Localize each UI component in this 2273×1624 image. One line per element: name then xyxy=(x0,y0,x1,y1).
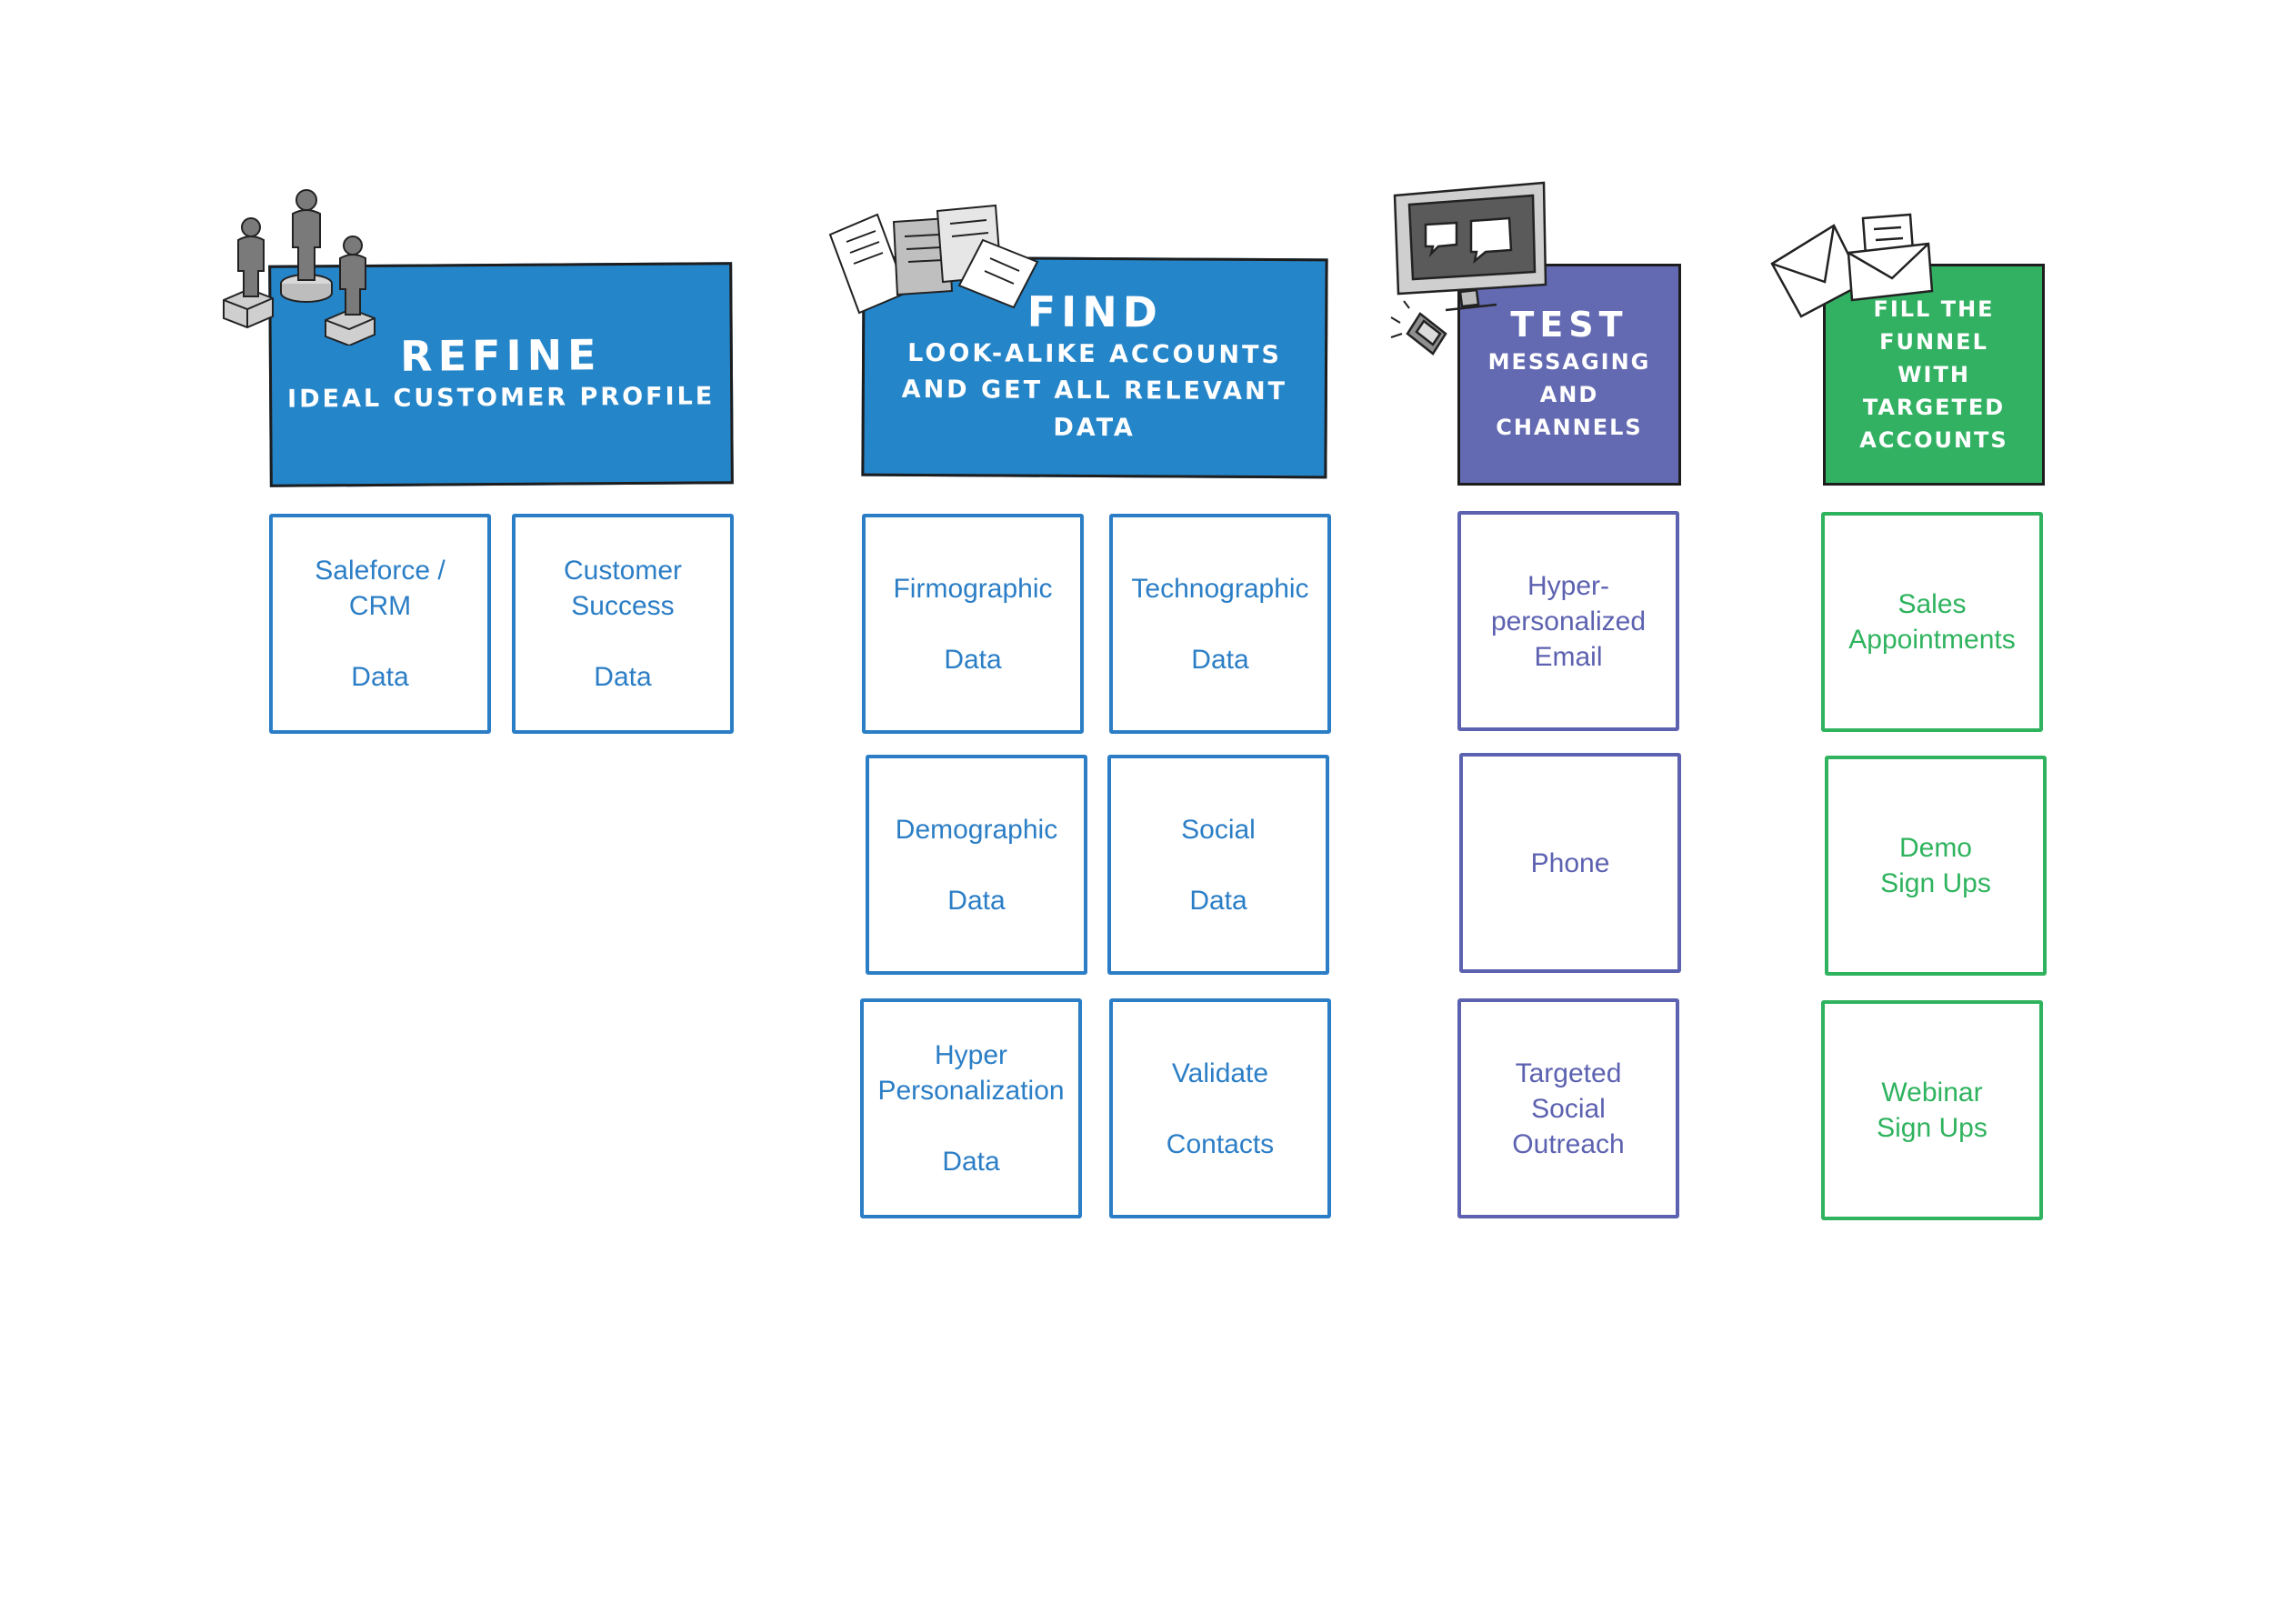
funnel-box-sales-appointments: Sales Appointments xyxy=(1821,512,2043,732)
box-footer: Data xyxy=(947,885,1006,916)
refine-box-crm: Saleforce / CRM Data xyxy=(269,514,491,734)
box-line: Sign Ups xyxy=(1877,1113,1988,1143)
box-line: Sales xyxy=(1898,589,1967,619)
funnel-header: FILL THE FUNNEL WITH TARGETED ACCOUNTS xyxy=(1823,264,2045,486)
find-box-hyper-personalization: Hyper Personalization Data xyxy=(860,998,1082,1218)
people-figures-icon xyxy=(223,189,375,346)
find-box-firmographic: Firmographic Data xyxy=(862,514,1084,734)
find-subtitle-line-1: LOOK-ALIKE ACCOUNTS xyxy=(907,338,1283,369)
box-line: Validate xyxy=(1171,1058,1269,1088)
test-box-phone: Phone xyxy=(1459,753,1681,973)
find-box-validate-contacts: Validate Contacts xyxy=(1109,998,1331,1218)
box-line: Appointments xyxy=(1848,625,2016,655)
box-line: Demographic xyxy=(895,814,1058,845)
funnel-box-webinar-sign-ups: Webinar Sign Ups xyxy=(1821,1000,2043,1220)
documents-icon xyxy=(828,204,1039,315)
test-box-email: Hyper- personalized Email xyxy=(1457,511,1679,731)
box-line: Technographic xyxy=(1131,573,1309,604)
find-box-technographic: Technographic Data xyxy=(1109,514,1331,734)
refine-subtitle: IDEAL CUSTOMER PROFILE xyxy=(286,382,716,414)
box-footer: Data xyxy=(1191,644,1249,675)
box-line: Demo xyxy=(1898,833,1972,863)
box-line: Saleforce / xyxy=(315,556,446,586)
box-footer: Data xyxy=(594,662,652,692)
box-line: personalized xyxy=(1490,606,1647,637)
test-subtitle-line-2: CHANNELS xyxy=(1496,414,1643,440)
refine-box-customer-success: Customer Success Data xyxy=(512,514,734,734)
box-line: Success xyxy=(571,591,675,621)
box-line: Phone xyxy=(1530,847,1610,878)
find-box-demographic: Demographic Data xyxy=(866,755,1087,975)
box-line: Hyper xyxy=(934,1040,1008,1070)
funnel-box-demo-sign-ups: Demo Sign Ups xyxy=(1825,756,2047,976)
refine-title: REFINE xyxy=(400,330,602,382)
box-line: Sign Ups xyxy=(1880,868,1991,898)
box-footer: Data xyxy=(944,644,1002,675)
box-line: Social xyxy=(1181,814,1256,845)
box-line: Personalization xyxy=(877,1076,1065,1106)
funnel-subtitle-line-2: WITH TARGETED xyxy=(1862,362,2006,420)
box-line: Targeted xyxy=(1515,1058,1622,1088)
box-footer: Data xyxy=(351,662,409,692)
find-subtitle-line-2: AND GET ALL RELEVANT DATA xyxy=(901,376,1288,442)
box-footer: Data xyxy=(1189,885,1247,916)
test-header: TEST MESSAGING AND CHANNELS xyxy=(1457,264,1681,486)
box-line: Outreach xyxy=(1512,1128,1625,1159)
box-line: CRM xyxy=(348,591,412,621)
funnel-subtitle-line-1: FILL THE FUNNEL xyxy=(1873,296,1995,355)
box-line: Hyper- xyxy=(1527,570,1609,601)
find-box-social: Social Data xyxy=(1107,755,1329,975)
funnel-subtitle-line-3: ACCOUNTS xyxy=(1859,427,2008,453)
box-footer: Data xyxy=(942,1147,1000,1177)
monitor-phone-icon xyxy=(1390,181,1547,356)
box-line: Webinar xyxy=(1881,1078,1983,1108)
test-subtitle-line-1: MESSAGING AND xyxy=(1487,348,1651,407)
box-footer: Contacts xyxy=(1166,1128,1275,1159)
box-line: Firmographic xyxy=(893,573,1053,604)
box-line: Customer xyxy=(563,556,683,586)
test-title: TEST xyxy=(1510,305,1628,346)
box-line: Email xyxy=(1534,641,1603,672)
envelope-icon xyxy=(1770,213,1934,318)
box-line: Social xyxy=(1531,1093,1606,1124)
test-box-social-outreach: Targeted Social Outreach xyxy=(1457,998,1679,1218)
